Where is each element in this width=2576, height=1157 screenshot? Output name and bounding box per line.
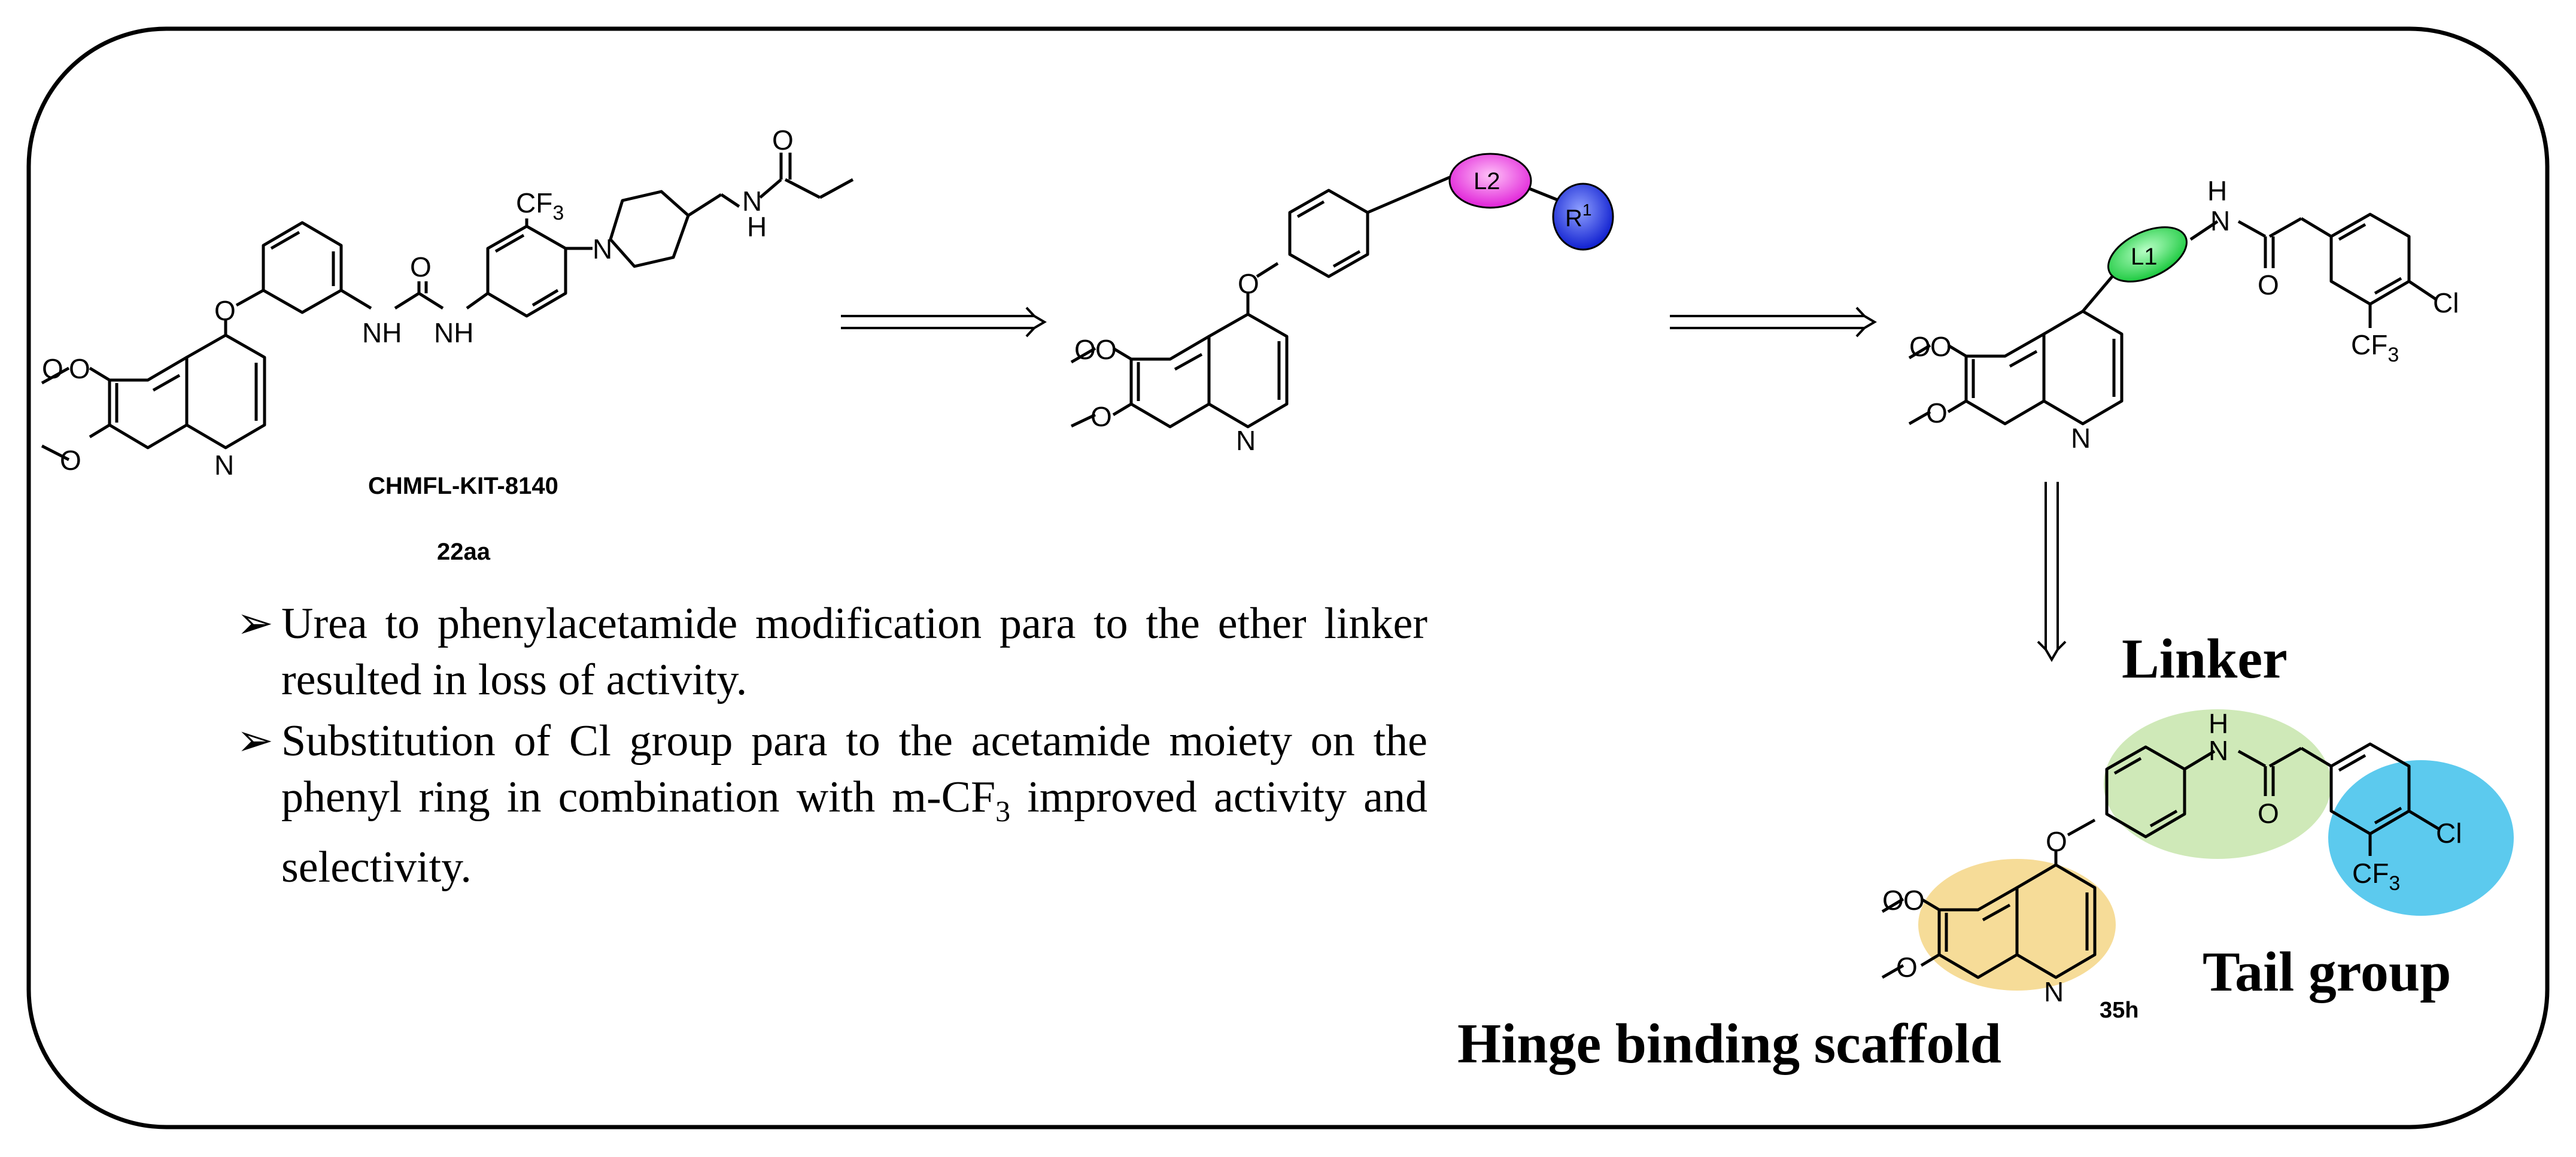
structure-3-atom-labels: O O O N N H O Cl CF3	[1909, 175, 2459, 454]
l2-linker-ellipse	[1448, 153, 1532, 209]
amide-n-2: N	[2210, 205, 2230, 236]
quinoline-n-3: N	[2071, 423, 2091, 454]
ether-o-1: O	[214, 295, 236, 326]
methoxy-o-7: O	[1882, 885, 1904, 916]
piperidine-n: N	[593, 233, 612, 265]
amide-o-2: O	[2258, 269, 2279, 300]
methoxy-o-8: O	[1896, 952, 1918, 983]
urea-nh-2: NH	[434, 317, 473, 348]
note-2: ➢ Substitution of Cl group para to the a…	[236, 713, 1427, 895]
l1-linker-ellipse	[2107, 226, 2188, 283]
hinge-binding-scaffold-label: Hinge binding scaffold	[1457, 1013, 2001, 1075]
methoxy-o-5b: O	[1930, 331, 1952, 362]
r1-ellipse	[1552, 183, 1614, 251]
ether-o-2: O	[1238, 268, 1259, 299]
urea-nh-1: NH	[362, 317, 402, 348]
quinoline-n-1: N	[214, 450, 234, 481]
structure-4-atom-labels: O O O O N N H O Cl CF3	[1882, 708, 2462, 1007]
outer-frame	[26, 26, 2550, 1129]
tail-group-label: Tail group	[2203, 941, 2451, 1003]
quinoline-n-2: N	[1236, 425, 1256, 456]
methoxy-o-5: O	[1909, 331, 1931, 362]
structure-35h	[1881, 742, 2440, 979]
amide-o-1: O	[772, 124, 794, 156]
cf3-1: CF3	[516, 187, 564, 224]
amide-h-4: H	[2209, 708, 2228, 739]
r1-label: R1	[1565, 201, 1591, 232]
tail-region-highlight	[2328, 760, 2514, 916]
amide-o-4: O	[2258, 798, 2279, 829]
methoxy-o-1: O	[42, 353, 63, 384]
cl-2: Cl	[2436, 818, 2462, 849]
structure-generic-l2-r1	[1070, 175, 1560, 429]
ether-o-4: O	[2046, 826, 2067, 857]
note-1-text: Urea to phenylacetamide modification par…	[281, 599, 1427, 704]
quinoline-n-4: N	[2044, 976, 2064, 1007]
cl-1: Cl	[2433, 287, 2459, 318]
l1-label: L1	[2131, 244, 2158, 270]
amide-h-1: H	[747, 211, 767, 242]
methoxy-o-3b: O	[1095, 334, 1117, 365]
bullet-marker: ➢	[236, 716, 274, 766]
cf3-3: CF3	[2352, 858, 2400, 895]
amide-n-1: N	[742, 186, 762, 217]
note-2-text: Substitution of Cl group para to the ace…	[281, 716, 1427, 892]
arrow-3	[2037, 482, 2067, 662]
amide-h-2: H	[2207, 175, 2227, 207]
amide-n-4: N	[2209, 735, 2228, 766]
methoxy-o-1b: O	[69, 353, 90, 384]
structure-generic-l1	[1908, 212, 2437, 426]
cf3-2: CF3	[2351, 329, 2399, 366]
methoxy-o-4: O	[1090, 401, 1112, 432]
urea-o: O	[410, 251, 432, 283]
methoxy-o-2: O	[60, 445, 81, 476]
compound-id-final: 35h	[2100, 998, 2138, 1023]
arrow-2	[1670, 306, 1877, 338]
bullet-marker: ➢	[236, 599, 274, 648]
l2-label: L2	[1474, 168, 1500, 195]
compound-id: 22aa	[437, 539, 491, 565]
methoxy-o-3: O	[1074, 334, 1096, 365]
compound-name: CHMFL-KIT-8140	[368, 473, 558, 499]
methoxy-o-7b: O	[1903, 885, 1925, 916]
linker-label: Linker	[2122, 628, 2288, 690]
methoxy-o-6: O	[1926, 397, 1948, 429]
structure-1-atom-labels: O O O O N NH NH O CF3 N N H O	[42, 124, 794, 481]
sar-notes: ➢ Urea to phenylacetamide modification p…	[236, 596, 1427, 900]
structure-2-atom-labels: O O O O N	[1074, 268, 1259, 456]
note-1: ➢ Urea to phenylacetamide modification p…	[236, 596, 1427, 708]
arrow-1	[841, 306, 1047, 338]
structure-chmfl-kit-8140	[41, 153, 854, 461]
